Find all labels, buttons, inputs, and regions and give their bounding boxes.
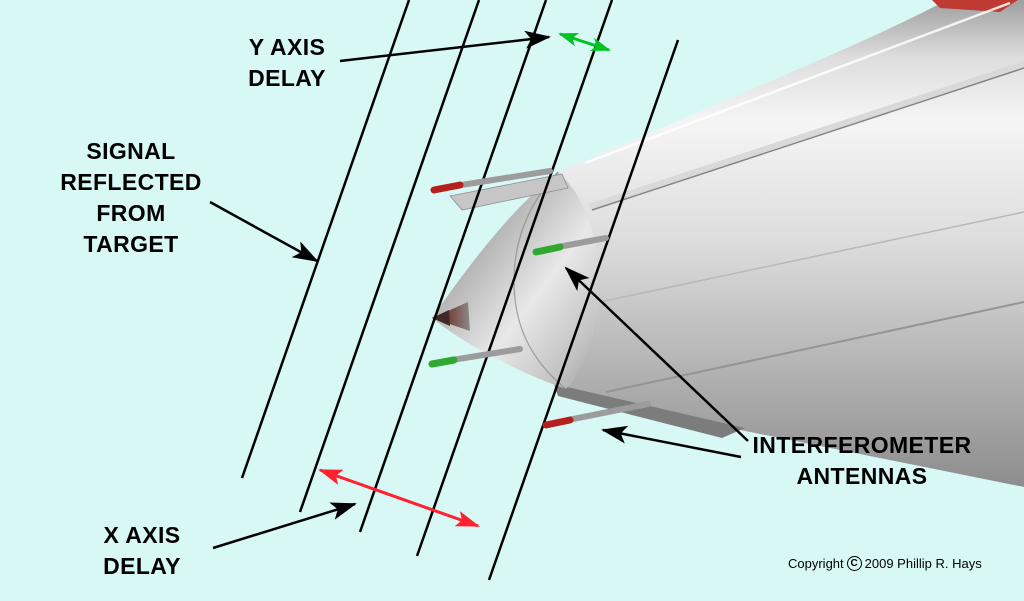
body-conduit xyxy=(589,61,1024,209)
body-top-highlight xyxy=(584,1,1011,165)
label-line: FROM xyxy=(96,200,166,226)
label-line: REFLECTED xyxy=(60,169,202,195)
wavefronts xyxy=(240,0,680,581)
label-line: ANTENNAS xyxy=(796,463,928,489)
interferometer-antennas-label: INTERFEROMETER ANTENNAS xyxy=(724,430,1000,492)
copyright-prefix: Copyright xyxy=(788,556,844,571)
missile-body xyxy=(558,0,1024,487)
wavefront-line xyxy=(487,39,680,581)
radome xyxy=(432,172,598,389)
label-line: DELAY xyxy=(248,65,326,91)
nose-tip-point xyxy=(432,310,450,326)
antenna-rod-mid xyxy=(555,235,609,250)
x-axis-delay-label: X AXIS DELAY xyxy=(66,520,218,582)
label-line: SIGNAL xyxy=(86,138,176,164)
missile xyxy=(432,0,1024,487)
wavefront-line xyxy=(415,0,614,557)
label-line: TARGET xyxy=(83,231,179,257)
label-line: DELAY xyxy=(103,553,181,579)
wavefront-line xyxy=(240,0,411,479)
signal-reflected-label: SIGNAL REFLECTED FROM TARGET xyxy=(50,136,212,260)
label-line: INTERFEROMETER xyxy=(752,432,972,458)
y-axis-delay-pointer-arrow xyxy=(339,30,551,63)
annotation-arrows xyxy=(209,30,749,550)
body-lower-seam xyxy=(605,301,1024,393)
antenna-rod-bottom xyxy=(565,401,651,423)
y-axis-delay-label: Y AXIS DELAY xyxy=(212,32,362,94)
antenna-fairing-bottom xyxy=(554,384,745,438)
x-axis-delay-pointer-arrow xyxy=(212,502,357,550)
copyright-symbol-icon: C xyxy=(846,556,862,571)
label-line: X AXIS xyxy=(103,522,181,548)
antenna-tip-green-mid xyxy=(532,243,564,256)
body-conduit-shadow xyxy=(591,67,1024,211)
y-axis-delay-span-arrow xyxy=(558,32,611,52)
copyright-notice: Copyright C 2009 Phillip R. Hays xyxy=(788,556,982,571)
antenna-fairing-top xyxy=(449,173,569,211)
x-axis-delay-span-arrow xyxy=(318,468,480,528)
body-mid-seam xyxy=(599,211,1024,303)
nose-tip xyxy=(432,302,470,331)
antenna-tip-red-bottom xyxy=(542,416,574,429)
label-line: Y AXIS xyxy=(248,34,326,60)
antenna-tip-green-lower xyxy=(428,356,458,368)
antenna-rod-lower xyxy=(449,346,523,363)
signal-reflected-pointer-arrow xyxy=(209,200,319,263)
wavefront-line xyxy=(358,0,548,533)
interferometer-pointer-arrow-lower xyxy=(601,425,742,459)
wavefront-line xyxy=(298,0,481,513)
antennas xyxy=(428,168,651,429)
antenna-rod-upper xyxy=(452,168,553,189)
copyright-suffix: 2009 Phillip R. Hays xyxy=(864,556,982,571)
antenna-tip-red-upper xyxy=(430,181,464,194)
interferometer-pointer-arrow-upper xyxy=(564,266,749,442)
